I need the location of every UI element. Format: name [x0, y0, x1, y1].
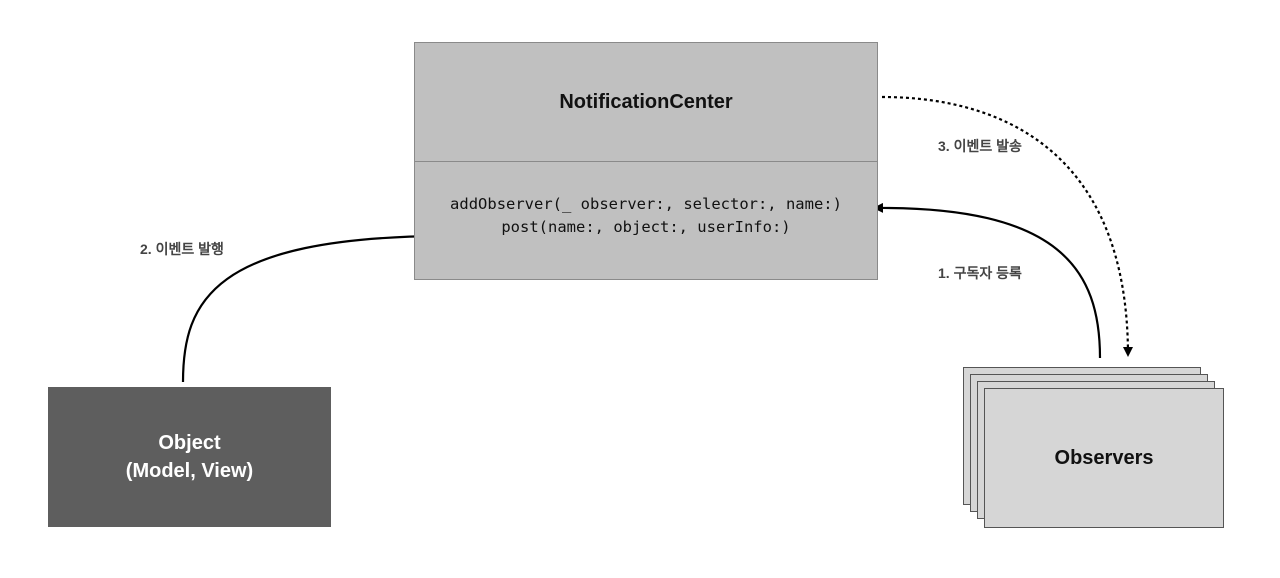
object-subtitle: (Model, View) [125, 460, 254, 482]
step-subscribe-label: 1. 구독자 등록 [938, 265, 1022, 281]
notification-center-title: NotificationCenter [559, 90, 733, 113]
method-post: post(name:, object:, userInfo:) [501, 218, 791, 236]
step-post-event-label: 2. 이벤트 발행 [140, 241, 224, 257]
observers-box: Observers [984, 388, 1224, 528]
notification-center-box: NotificationCenter addObserver(_ observe… [414, 42, 878, 280]
method-add-observer: addObserver(_ observer:, selector:, name… [450, 195, 842, 213]
arrow-post-event [181, 231, 441, 383]
arrow-dispatch-event [881, 95, 1133, 357]
object-title: Object [158, 432, 221, 454]
object-box: Object (Model, View) [48, 387, 331, 527]
notification-center-header: NotificationCenter [415, 43, 877, 162]
arrow-subscribe [873, 202, 1102, 359]
observers-label: Observers [1054, 446, 1154, 469]
step-dispatch-event-label: 3. 이벤트 발송 [938, 138, 1022, 154]
notification-center-methods: addObserver(_ observer:, selector:, name… [415, 193, 877, 239]
